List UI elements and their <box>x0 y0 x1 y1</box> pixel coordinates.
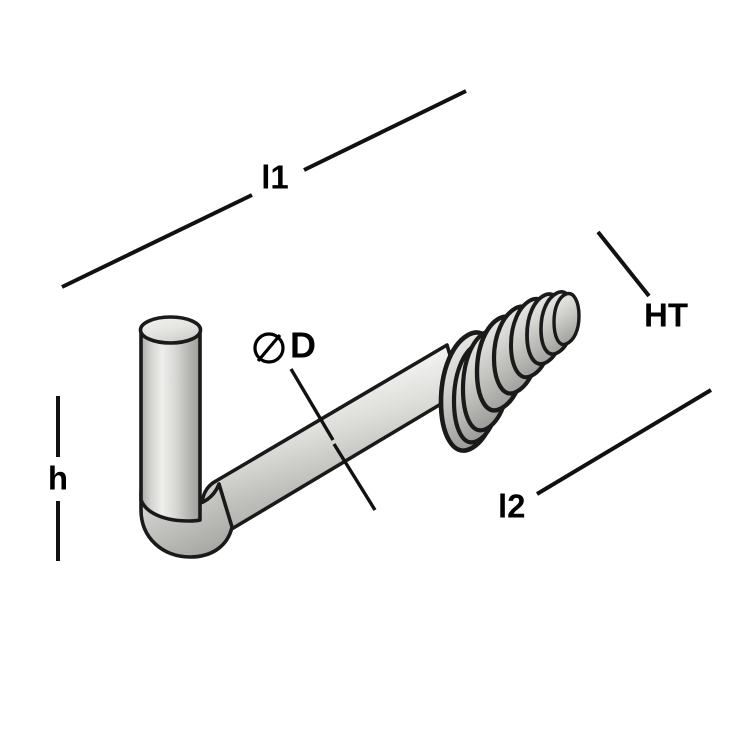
leader-line-ht <box>596 230 651 298</box>
wood-thread <box>474 290 581 413</box>
arm-top-cap <box>138 315 203 345</box>
dimension-l1: l1 <box>61 89 467 289</box>
dimension-h: h <box>48 396 68 561</box>
diameter-symbol-icon <box>253 332 285 364</box>
dim-label-l1: l1 <box>261 159 289 196</box>
leader-line-l2 <box>535 388 713 496</box>
dim-label-l2: l2 <box>498 488 526 525</box>
dimension-diameter: D <box>253 325 377 511</box>
leader-line-diameter-lower <box>332 443 377 511</box>
thread-tip <box>552 291 581 347</box>
dim-label-h: h <box>48 460 68 497</box>
dimension-l2: l2 <box>498 388 713 525</box>
dim-line-l1-left <box>61 193 253 289</box>
dim-label-diameter: D <box>290 325 316 366</box>
dim-label-ht: HT <box>644 297 688 334</box>
leader-line-diameter-upper <box>289 368 335 441</box>
vertical-hook-arm <box>138 315 203 523</box>
dim-line-l1-right <box>303 89 467 172</box>
dimension-ht: HT <box>596 230 688 334</box>
